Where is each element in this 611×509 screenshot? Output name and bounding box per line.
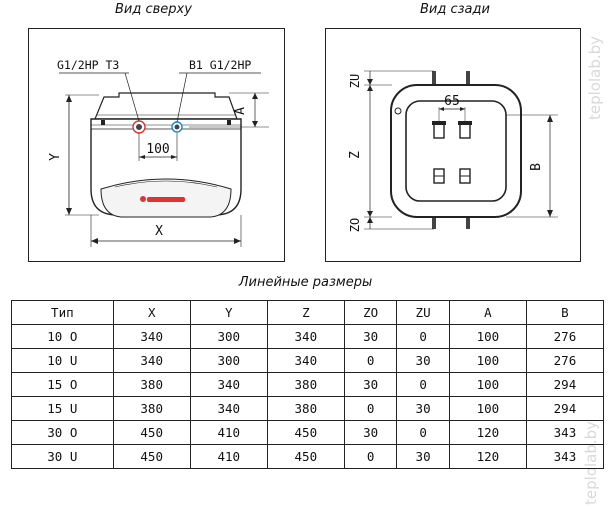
table-cell: 30 [343,420,398,445]
table-cell: 294 [525,372,605,397]
table-row: 30 O 450 410 450 30 0 120 343 [11,420,605,445]
back-view-drawing: 65 ZU Z ZO B [348,70,558,232]
back-view-caption: Вид сзади [420,2,490,17]
table-cell: 100 [448,396,527,421]
table-cell: 450 [266,444,345,469]
table-cell: 343 [525,444,605,469]
table-cell: 300 [189,348,268,373]
table-cell: 343 [525,420,605,445]
top-view-caption: Вид сверху [115,2,192,17]
header-zo: ZO [343,300,398,325]
table-cell: 340 [112,324,191,349]
table-cell: 380 [112,372,191,397]
table-cell: 30 O [11,420,114,445]
watermark: teplolab.by [586,35,604,120]
table-cell: 0 [343,444,398,469]
dim-y-label: Y [48,153,63,161]
table-cell: 276 [525,348,605,373]
header-type: Тип [11,300,114,325]
header-b: B [525,300,605,325]
table-cell: 10 U [11,348,114,373]
table-cell: 340 [266,324,345,349]
header-zu: ZU [396,300,450,325]
table-header-row: Тип X Y Z ZO ZU A B [11,300,605,325]
table-cell: 10 O [11,324,114,349]
table-cell: 15 O [11,372,114,397]
header-x: X [112,300,191,325]
dim-z-label: Z [348,151,363,159]
top-view-drawing: Y G1/2HP ТЗ В1 G1/2HP 100 [48,58,269,247]
left-pipe-label: G1/2HP ТЗ [57,58,119,72]
dim-zo-label: ZO [348,218,362,232]
table-cell: 340 [266,348,345,373]
table-cell: 294 [525,396,605,421]
dimensions-table: Тип X Y Z ZO ZU A B 10 O 340 300 340 30 … [11,300,605,469]
table-cell: 30 [343,372,398,397]
table-cell: 30 [343,324,398,349]
table-cell: 276 [525,324,605,349]
dim-x-label: X [155,224,163,239]
table-cell: 380 [266,396,345,421]
table-row: 30 U 450 410 450 0 30 120 343 [11,444,605,469]
table-cell: 300 [189,324,268,349]
dim-zu-label: ZU [348,74,362,88]
back-spacing-dim: 65 [444,94,460,109]
table-cell: 30 [396,348,450,373]
table-row: 15 U 380 340 380 0 30 100 294 [11,396,605,421]
table-cell: 30 U [11,444,114,469]
table-cell: 120 [448,444,527,469]
table-cell: 100 [448,372,527,397]
table-row: 10 O 340 300 340 30 0 100 276 [11,324,605,349]
table-cell: 380 [112,396,191,421]
table-cell: 0 [343,348,398,373]
table-cell: 0 [343,396,398,421]
table-cell: 410 [189,420,268,445]
dim-a-label: A [233,107,248,115]
table-cell: 0 [396,324,450,349]
dim-b-label: B [529,163,544,171]
header-a: A [448,300,527,325]
table-cell: 450 [112,420,191,445]
table-cell: 120 [448,420,527,445]
table-cell: 340 [189,372,268,397]
table-cell: 340 [189,396,268,421]
table-cell: 450 [112,444,191,469]
table-cell: 15 U [11,396,114,421]
table-row: 15 O 380 340 380 30 0 100 294 [11,372,605,397]
table-cell: 30 [396,444,450,469]
right-pipe-label: В1 G1/2HP [189,58,251,72]
header-y: Y [189,300,268,325]
table-cell: 380 [266,372,345,397]
table-cell: 0 [396,420,450,445]
table-cell: 100 [448,324,527,349]
table-cell: 450 [266,420,345,445]
table-cell: 30 [396,396,450,421]
table-cell: 340 [112,348,191,373]
top-view-panel: Y G1/2HP ТЗ В1 G1/2HP 100 [28,28,285,262]
header-z: Z [266,300,345,325]
pipe-spacing-dim: 100 [146,142,169,157]
table-cell: 100 [448,348,527,373]
back-view-panel: 65 ZU Z ZO B [325,28,581,262]
table-cell: 410 [189,444,268,469]
table-title: Линейные размеры [238,275,373,290]
table-cell: 0 [396,372,450,397]
table-row: 10 U 340 300 340 0 30 100 276 [11,348,605,373]
